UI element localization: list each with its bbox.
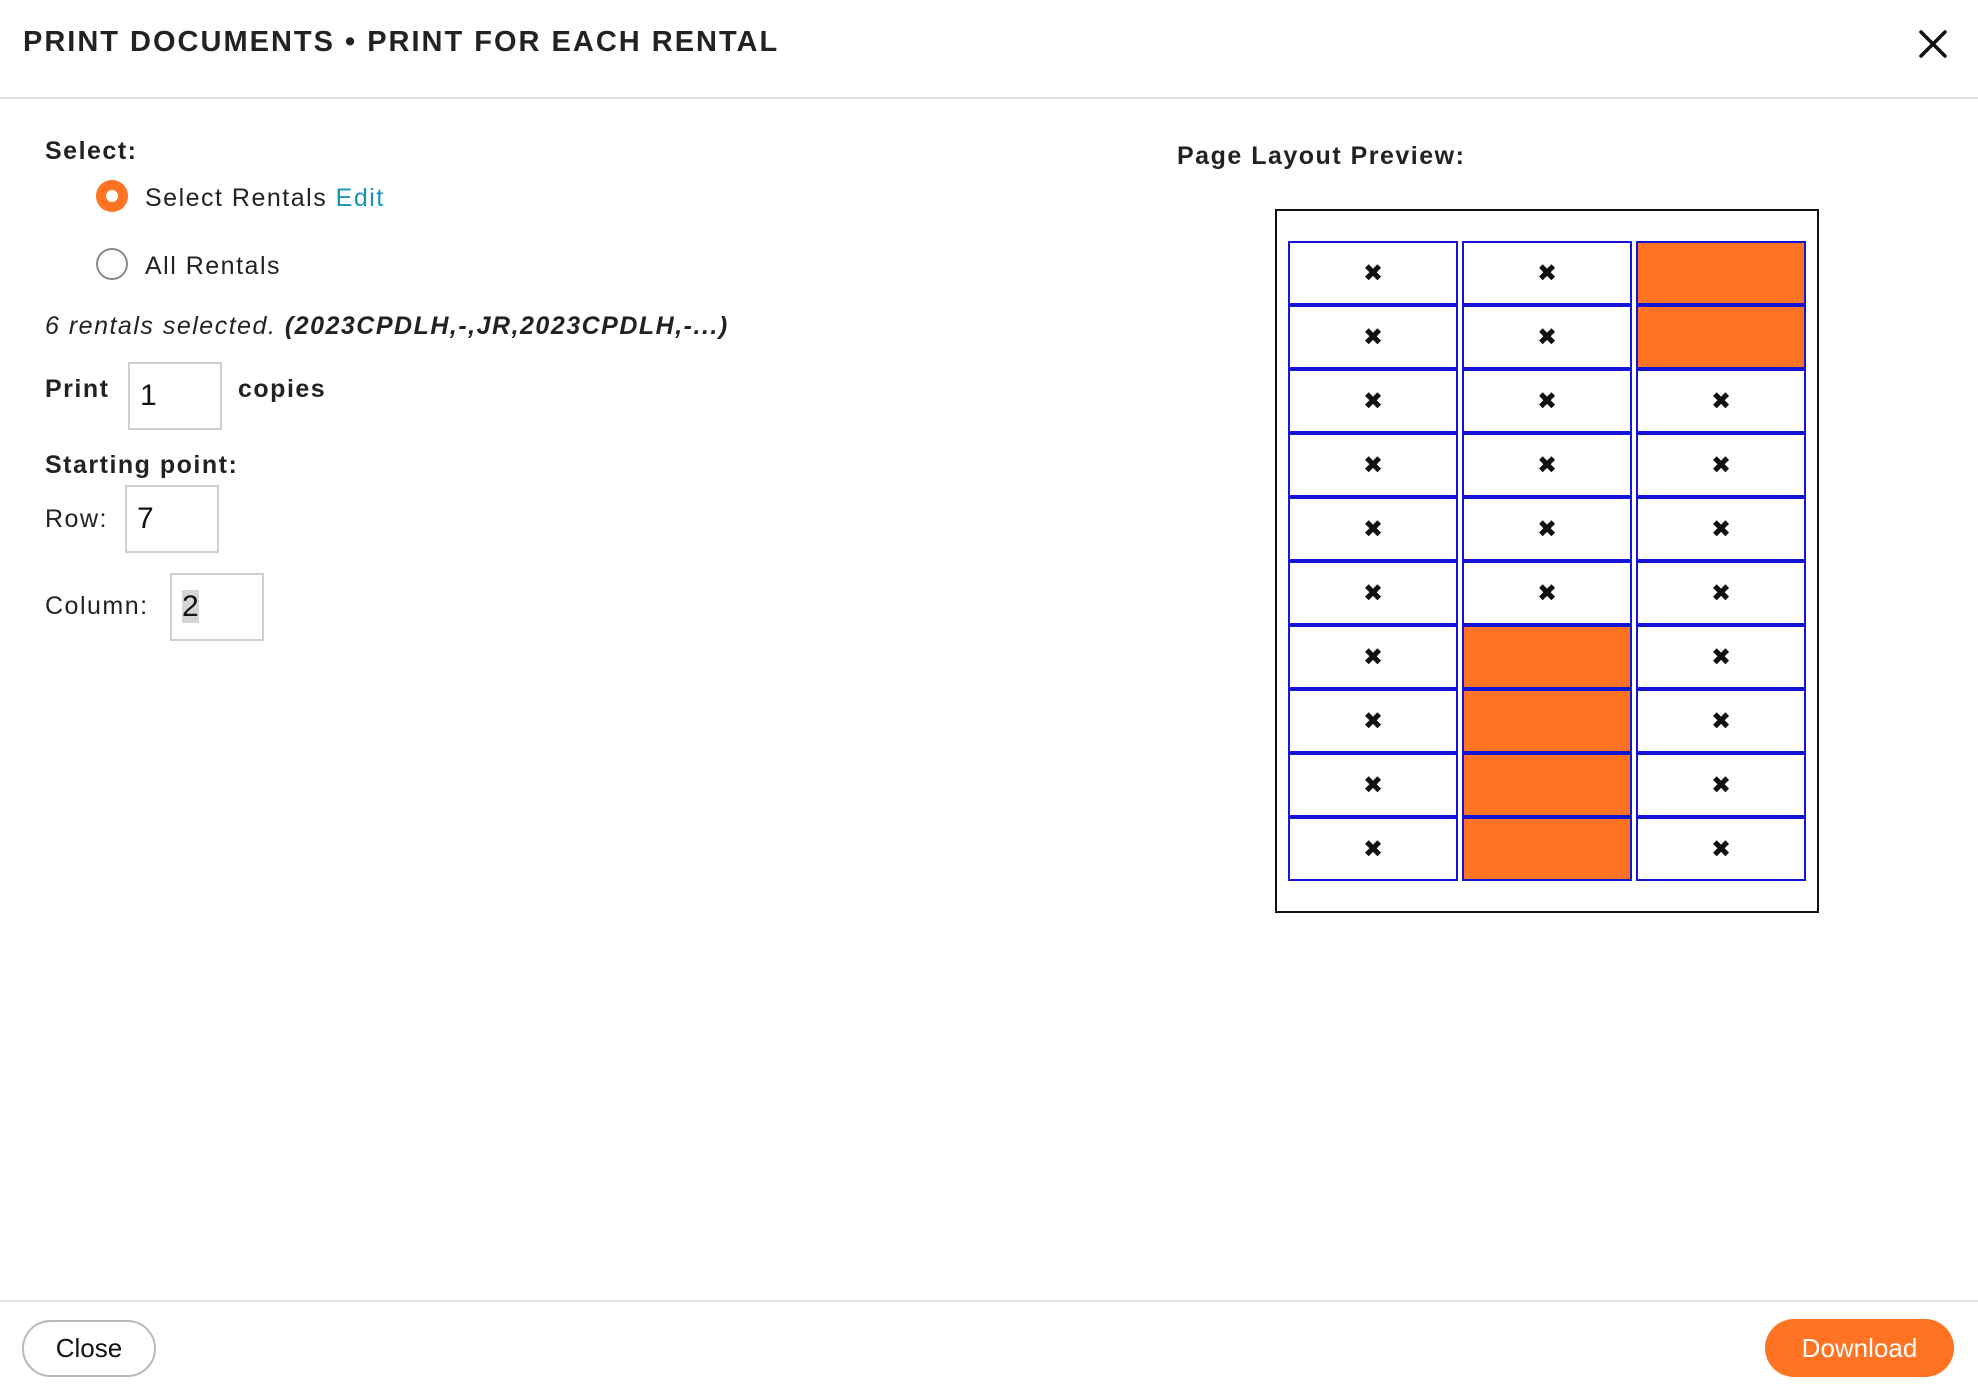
- close-button[interactable]: Close: [22, 1320, 156, 1377]
- label-grid: ✖ ✖ ✖ ✖ ✖ ✖ ✖ ✖ ✖ ✖ ✖ ✖ ✖ ✖ ✖ ✖ ✖ ✖ ✖ ✖ ✖ ✖ ✖ ✖: [1286, 241, 1808, 881]
- preview-cell-r2-c3: [1636, 305, 1806, 369]
- preview-cell-r5-c3: ✖: [1636, 497, 1806, 561]
- preview-cell-r10-c2: [1462, 817, 1632, 881]
- row-input[interactable]: 7: [125, 485, 219, 553]
- preview-cell-r8-c3: ✖: [1636, 689, 1806, 753]
- preview-cell-r9-c2: [1462, 753, 1632, 817]
- preview-cell-r4-c2: ✖: [1462, 433, 1632, 497]
- skip-mark-icon: ✖: [1710, 771, 1732, 799]
- preview-cell-r1-c1: ✖: [1288, 241, 1458, 305]
- preview-cell-r3-c1: ✖: [1288, 369, 1458, 433]
- preview-cell-r7-c3: ✖: [1636, 625, 1806, 689]
- skip-mark-icon: ✖: [1536, 515, 1558, 543]
- column-value: 2: [182, 590, 199, 623]
- preview-cell-r9-c1: ✖: [1288, 753, 1458, 817]
- preview-cell-r8-c2: [1462, 689, 1632, 753]
- skip-mark-icon: ✖: [1536, 387, 1558, 415]
- skip-mark-icon: ✖: [1362, 579, 1384, 607]
- skip-mark-icon: ✖: [1362, 643, 1384, 671]
- summary-ids: (2023CPDLH,-,JR,2023CPDLH,-...): [284, 312, 729, 340]
- skip-mark-icon: ✖: [1362, 707, 1384, 735]
- summary-text: 6 rentals selected.: [45, 312, 285, 340]
- skip-mark-icon: ✖: [1362, 259, 1384, 287]
- close-icon[interactable]: [1912, 23, 1954, 65]
- preview-cell-r2-c1: ✖: [1288, 305, 1458, 369]
- preview-cell-r8-c1: ✖: [1288, 689, 1458, 753]
- skip-mark-icon: ✖: [1362, 771, 1384, 799]
- preview-cell-r5-c1: ✖: [1288, 497, 1458, 561]
- preview-cell-r4-c3: ✖: [1636, 433, 1806, 497]
- page-layout-preview: ✖ ✖ ✖ ✖ ✖ ✖ ✖ ✖ ✖ ✖ ✖ ✖ ✖ ✖ ✖ ✖ ✖ ✖ ✖ ✖ ✖ ✖ ✖ ✖: [1275, 209, 1819, 913]
- preview-cell-r5-c2: ✖: [1462, 497, 1632, 561]
- skip-mark-icon: ✖: [1362, 515, 1384, 543]
- skip-mark-icon: ✖: [1536, 259, 1558, 287]
- skip-mark-icon: ✖: [1362, 387, 1384, 415]
- starting-point-label: Starting point:: [45, 451, 239, 479]
- radio-all-rentals[interactable]: [96, 248, 128, 280]
- preview-cell-r1-c3: [1636, 241, 1806, 305]
- skip-mark-icon: ✖: [1710, 515, 1732, 543]
- selection-summary: 6 rentals selected. (2023CPDLH,-,JR,2023…: [45, 312, 729, 341]
- preview-cell-r7-c2: [1462, 625, 1632, 689]
- skip-mark-icon: ✖: [1710, 835, 1732, 863]
- preview-cell-r6-c2: ✖: [1462, 561, 1632, 625]
- skip-mark-icon: ✖: [1710, 707, 1732, 735]
- preview-cell-r3-c2: ✖: [1462, 369, 1632, 433]
- preview-cell-r6-c1: ✖: [1288, 561, 1458, 625]
- skip-mark-icon: ✖: [1362, 323, 1384, 351]
- edit-link[interactable]: Edit: [335, 184, 385, 212]
- print-label: Print: [45, 375, 110, 403]
- skip-mark-icon: ✖: [1362, 451, 1384, 479]
- dialog-title: PRINT DOCUMENTS • PRINT FOR EACH RENTAL: [23, 26, 780, 58]
- preview-cell-r1-c2: ✖: [1462, 241, 1632, 305]
- skip-mark-icon: ✖: [1710, 643, 1732, 671]
- copies-label: copies: [238, 375, 327, 403]
- skip-mark-icon: ✖: [1362, 835, 1384, 863]
- preview-cell-r10-c3: ✖: [1636, 817, 1806, 881]
- select-rentals-option: Select Rentals Edit: [145, 184, 385, 213]
- skip-mark-icon: ✖: [1710, 451, 1732, 479]
- skip-mark-icon: ✖: [1710, 387, 1732, 415]
- preview-cell-r6-c3: ✖: [1636, 561, 1806, 625]
- skip-mark-icon: ✖: [1710, 579, 1732, 607]
- column-label: Column:: [45, 592, 149, 620]
- preview-label: Page Layout Preview:: [1177, 142, 1466, 170]
- download-button[interactable]: Download: [1765, 1319, 1954, 1377]
- skip-mark-icon: ✖: [1536, 579, 1558, 607]
- select-rentals-label: Select Rentals: [145, 184, 328, 212]
- preview-cell-r10-c1: ✖: [1288, 817, 1458, 881]
- dialog-footer: Close Download: [0, 1300, 1978, 1388]
- radio-select-rentals[interactable]: [96, 180, 128, 212]
- skip-mark-icon: ✖: [1536, 451, 1558, 479]
- column-input[interactable]: 2: [170, 573, 264, 641]
- row-label: Row:: [45, 505, 108, 533]
- preview-cell-r7-c1: ✖: [1288, 625, 1458, 689]
- dialog-header: PRINT DOCUMENTS • PRINT FOR EACH RENTAL: [0, 0, 1978, 99]
- preview-cell-r4-c1: ✖: [1288, 433, 1458, 497]
- preview-cell-r3-c3: ✖: [1636, 369, 1806, 433]
- preview-cell-r9-c3: ✖: [1636, 753, 1806, 817]
- skip-mark-icon: ✖: [1536, 323, 1558, 351]
- copies-input[interactable]: 1: [128, 362, 222, 430]
- all-rentals-label: All Rentals: [145, 252, 281, 280]
- select-label: Select:: [45, 137, 138, 165]
- preview-cell-r2-c2: ✖: [1462, 305, 1632, 369]
